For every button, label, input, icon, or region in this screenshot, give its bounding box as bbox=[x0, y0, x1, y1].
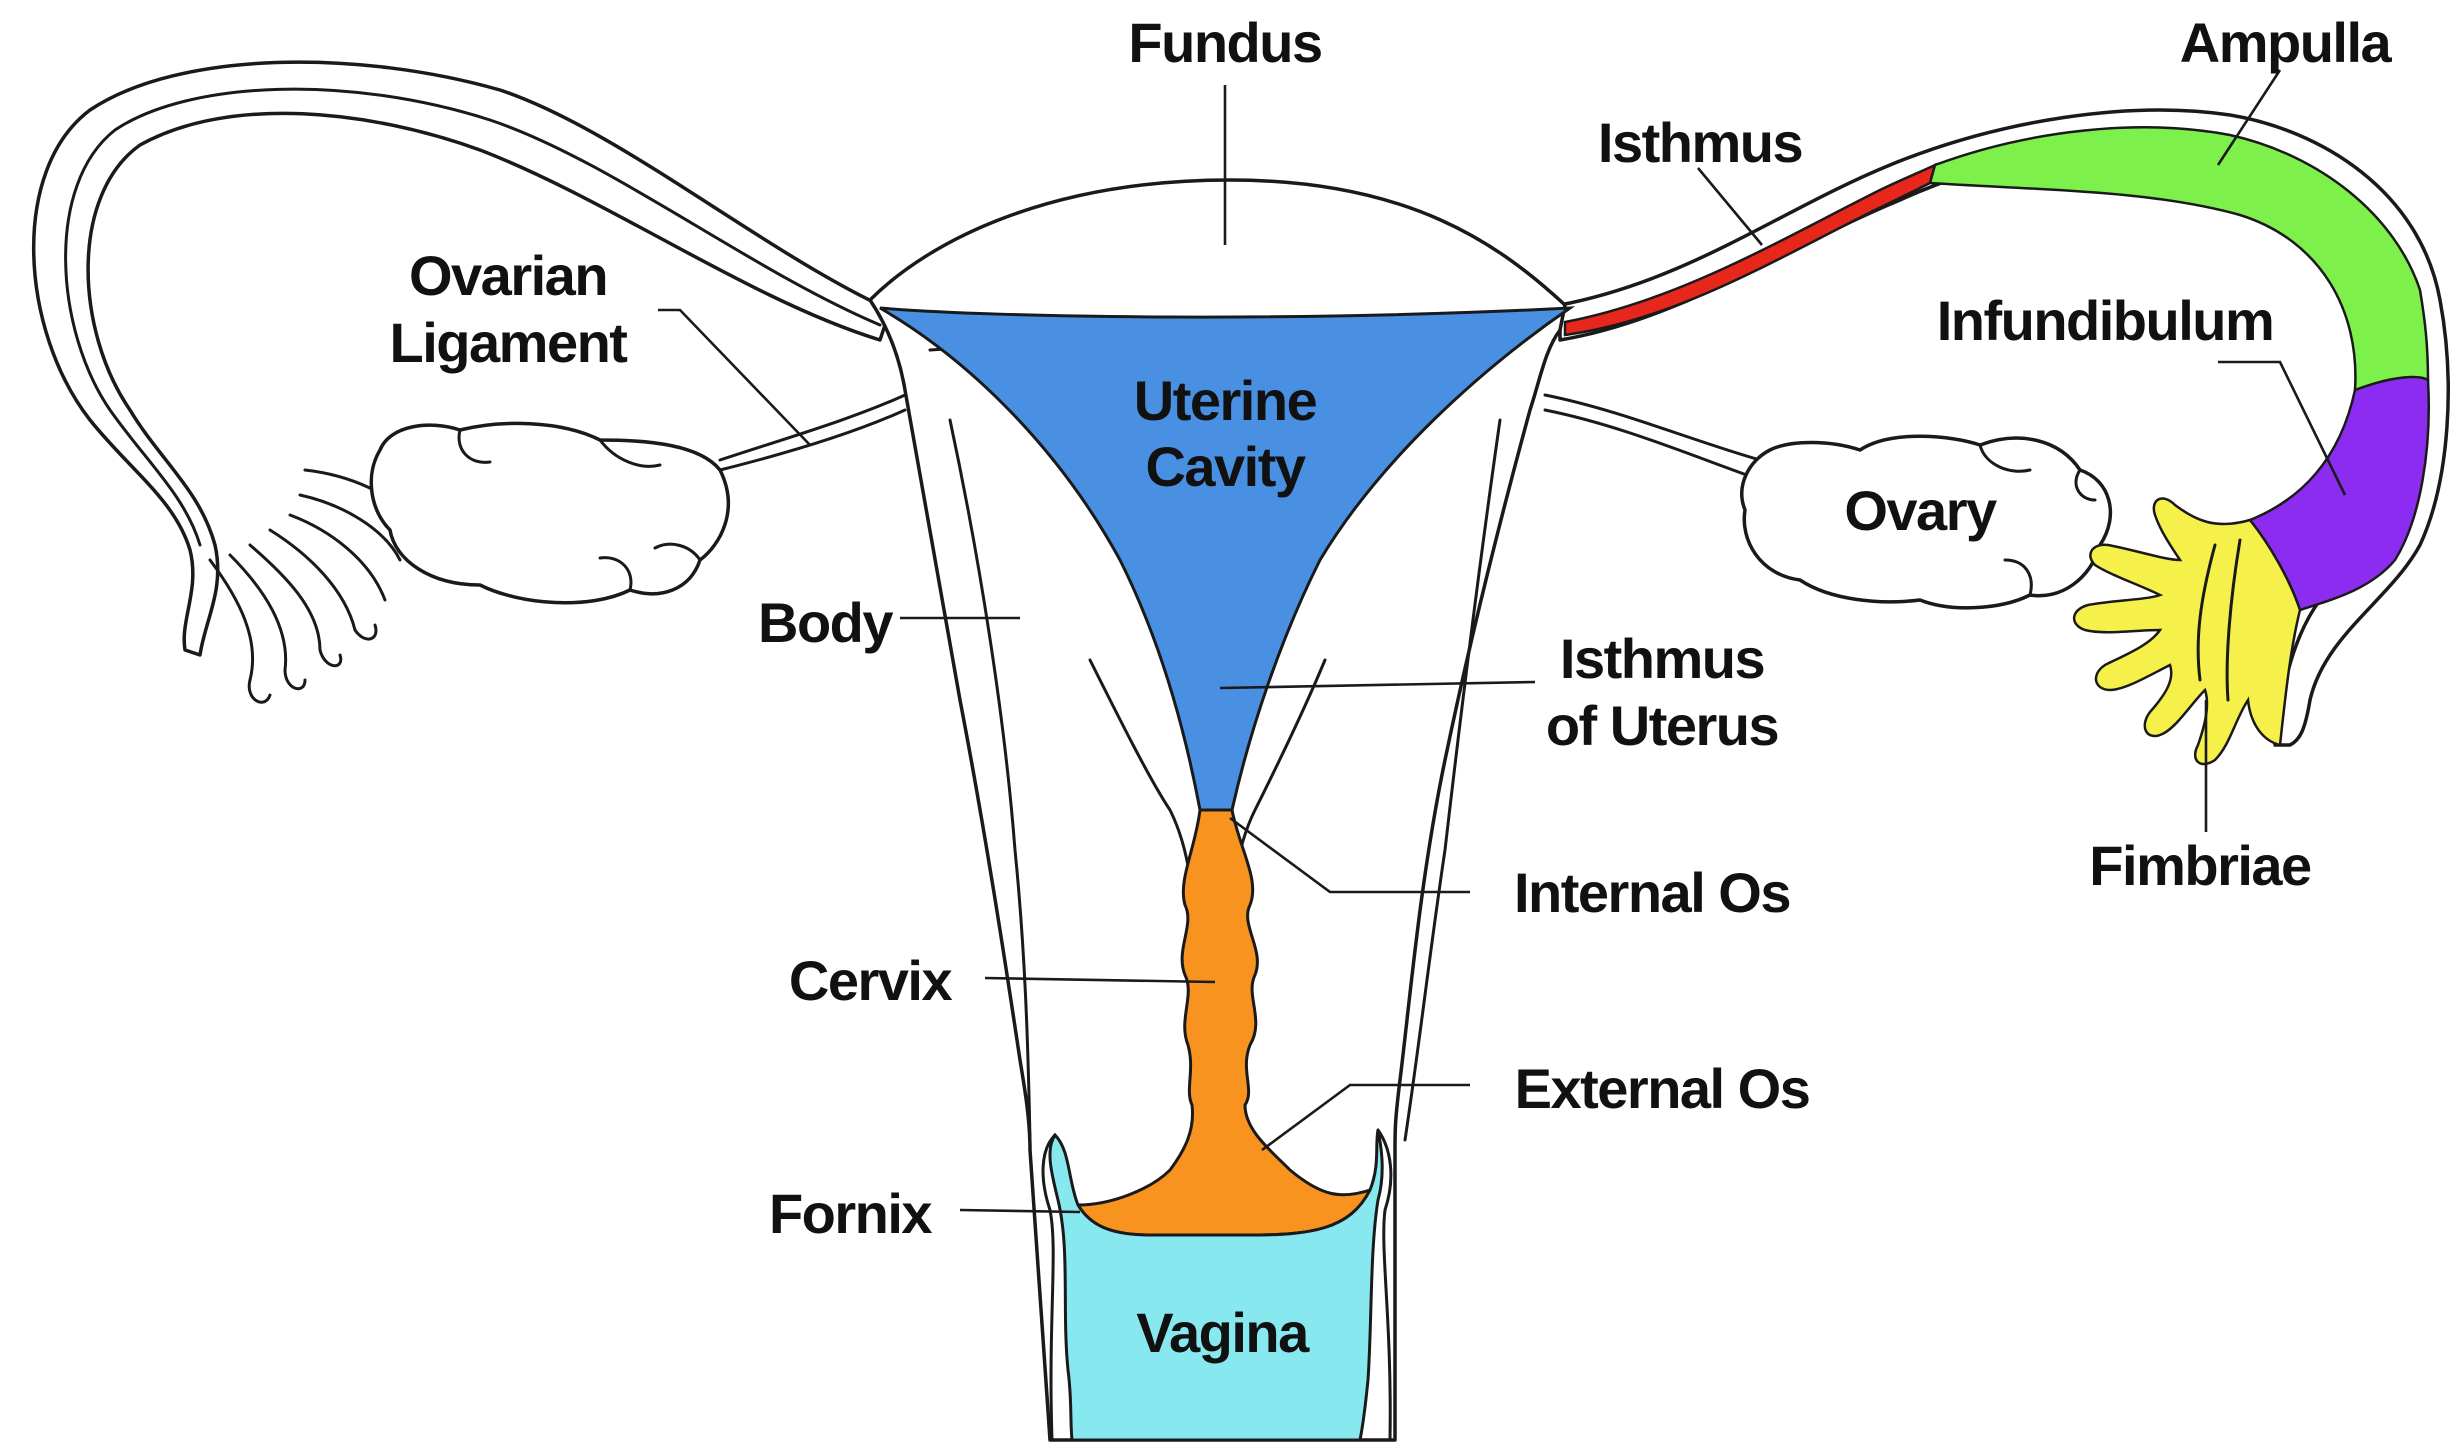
label-ampulla: Ampulla bbox=[2180, 11, 2393, 74]
label-isthmus-of-uterus-line2: of Uterus bbox=[1546, 694, 1778, 757]
label-cervix: Cervix bbox=[789, 949, 953, 1012]
label-ovarian-ligament-line2: Ligament bbox=[390, 311, 628, 374]
ampulla-segment bbox=[1928, 126, 2430, 392]
leader-lines bbox=[658, 69, 2347, 1214]
label-fundus: Fundus bbox=[1128, 11, 1321, 74]
left-fallopian-tube bbox=[32, 60, 892, 704]
right-ovary-shape bbox=[1740, 434, 2113, 610]
label-vagina: Vagina bbox=[1136, 1301, 1310, 1364]
uterine-cavity bbox=[879, 306, 1576, 812]
label-body: Body bbox=[758, 591, 893, 654]
label-isthmus-of-uterus-line1: Isthmus bbox=[1560, 627, 1764, 690]
label-external-os: External Os bbox=[1515, 1057, 1810, 1120]
label-infundibulum: Infundibulum bbox=[1937, 289, 2274, 352]
label-isthmus: Isthmus bbox=[1598, 111, 1802, 174]
label-ovary: Ovary bbox=[1844, 479, 1997, 542]
label-internal-os: Internal Os bbox=[1514, 861, 1790, 924]
vagina-shape bbox=[1048, 1129, 1384, 1442]
infundibulum-segment bbox=[2247, 375, 2430, 612]
fimbriae-shape bbox=[2072, 497, 2302, 766]
label-ovarian-ligament-line1: Ovarian bbox=[409, 244, 607, 307]
left-ovary bbox=[369, 393, 907, 605]
label-fornix: Fornix bbox=[769, 1182, 932, 1245]
left-ovarian-ligament bbox=[718, 393, 907, 462]
label-fimbriae: Fimbriae bbox=[2089, 834, 2311, 897]
right-fallopian-tube bbox=[1543, 108, 2450, 766]
label-uterine-cavity-line2: Cavity bbox=[1145, 435, 1305, 498]
labels: Fundus Ampulla Isthmus Ovarian Ligament … bbox=[390, 11, 2395, 1364]
label-uterine-cavity-line1: Uterine bbox=[1134, 369, 1317, 432]
